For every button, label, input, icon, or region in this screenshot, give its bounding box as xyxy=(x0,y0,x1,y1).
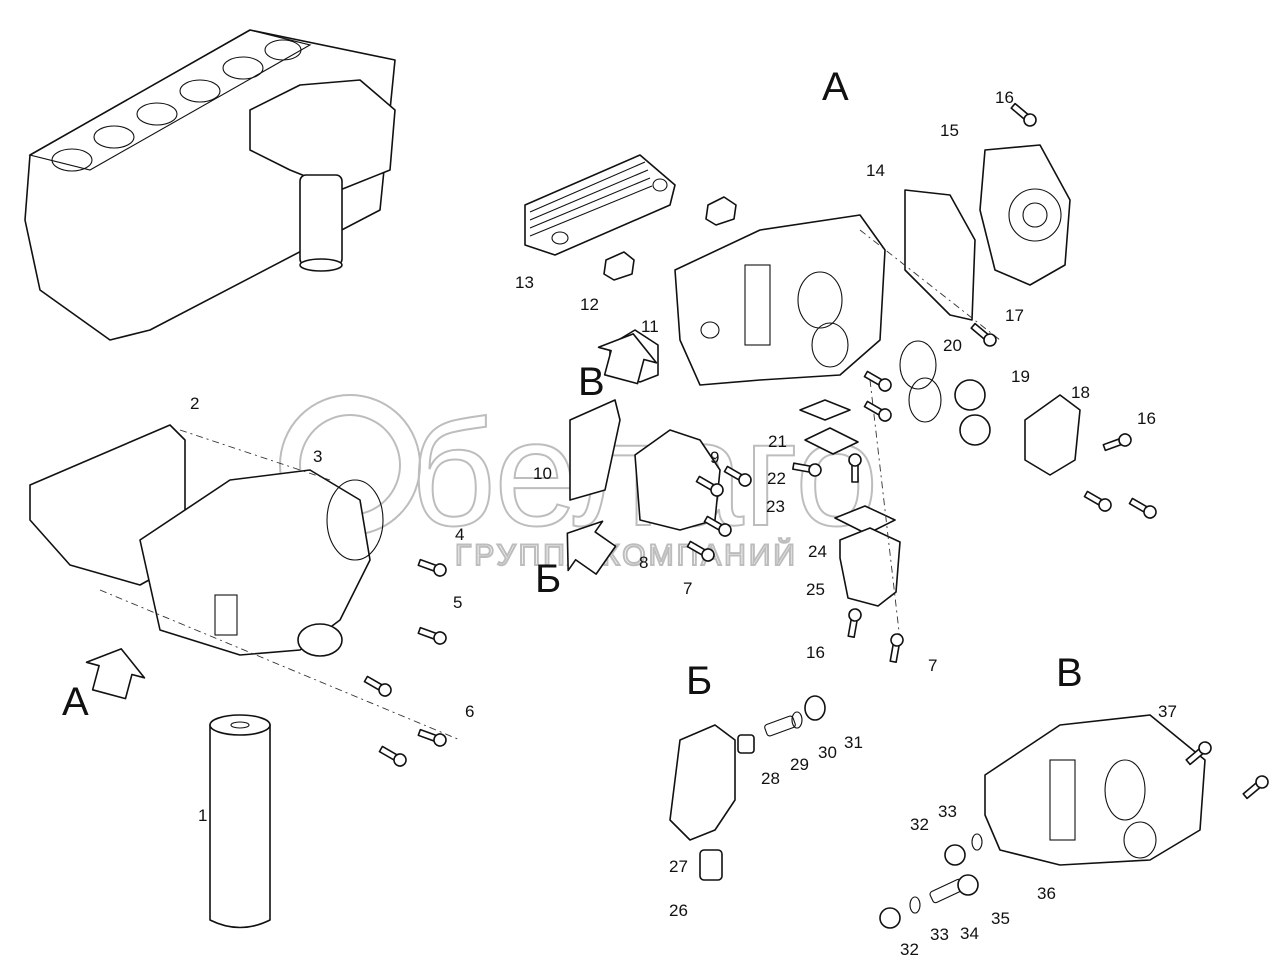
bolt-icon xyxy=(417,558,447,577)
part-number-label: 32 xyxy=(910,815,929,834)
view-b-cover xyxy=(569,399,826,881)
part-number-label: 16 xyxy=(806,643,825,662)
bolt-icon xyxy=(889,633,904,663)
part-number-label: 5 xyxy=(453,593,462,612)
part-number-label: 32 xyxy=(900,940,919,959)
part-number-label: 24 xyxy=(808,542,827,561)
bolt-icon xyxy=(863,400,892,422)
part-number-label: 12 xyxy=(580,295,599,314)
view-label: А xyxy=(822,65,849,109)
bolt-icon xyxy=(1102,433,1132,452)
bolt-icon xyxy=(686,540,715,562)
bolt-icon xyxy=(848,453,862,483)
bolt-icon xyxy=(363,675,392,697)
bolt-icon xyxy=(863,370,892,392)
bolt-icon xyxy=(695,475,724,497)
part-number-label: 22 xyxy=(767,469,786,488)
bolt-icon xyxy=(970,322,997,347)
bolt-icon xyxy=(1242,775,1269,800)
part-number-label: 31 xyxy=(844,733,863,752)
bolts xyxy=(363,102,1269,800)
dash-lines xyxy=(99,229,1001,741)
part-number-label: 37 xyxy=(1158,702,1177,721)
view-label: Б xyxy=(686,659,712,703)
part-number-label: 27 xyxy=(669,857,688,876)
part-number-label: 8 xyxy=(639,553,648,572)
bolt-icon xyxy=(417,626,447,645)
part-number-label: 9 xyxy=(710,448,719,467)
part-number-label: 3 xyxy=(313,447,322,466)
part-number-label: 18 xyxy=(1071,383,1090,402)
view-label: В xyxy=(578,360,605,404)
bolt-icon xyxy=(1128,497,1157,519)
view-v-housing xyxy=(879,714,1206,929)
part-number-label: 4 xyxy=(455,525,464,544)
part-number-label: 33 xyxy=(938,802,957,821)
oil-cooler-13 xyxy=(524,154,737,281)
part-number-label: 11 xyxy=(641,317,659,336)
part-number-label: 7 xyxy=(683,579,692,598)
thermostat-group xyxy=(799,340,1081,607)
part-number-label: 28 xyxy=(761,769,780,788)
engine-block xyxy=(24,29,396,341)
bolt-icon xyxy=(1185,741,1212,766)
part-number-label: 16 xyxy=(1137,409,1156,428)
bolt-icon xyxy=(378,745,407,767)
arrows xyxy=(85,333,658,700)
bolt-icon xyxy=(703,515,732,537)
part-number-label: 7 xyxy=(928,656,937,675)
part-number-label: 19 xyxy=(1011,367,1030,386)
part-number-label: 1 xyxy=(198,806,207,825)
part-number-label: 30 xyxy=(818,743,837,762)
left-housing-assembly xyxy=(29,424,384,657)
view-label: Б xyxy=(535,557,561,601)
part-number-label: 25 xyxy=(806,580,825,599)
part-number-label: 13 xyxy=(515,273,534,292)
part-number-label: 17 xyxy=(1005,306,1024,325)
bolt-icon xyxy=(847,608,862,638)
bolt-icon xyxy=(1010,102,1037,127)
part-number-label: 23 xyxy=(766,497,785,516)
part-number-label: 6 xyxy=(465,702,474,721)
part-number-label: 15 xyxy=(940,121,959,140)
part-number-label: 26 xyxy=(669,901,688,920)
bolt-icon xyxy=(1083,490,1112,512)
part-number-label: 34 xyxy=(960,924,979,943)
part-number-label: 35 xyxy=(991,909,1010,928)
part-number-label: 36 xyxy=(1037,884,1056,903)
part-number-label: 33 xyxy=(930,925,949,944)
oil-filter-1 xyxy=(209,714,271,929)
view-label: А xyxy=(62,680,89,724)
part-number-label: 16 xyxy=(995,88,1014,107)
bolt-icon xyxy=(417,728,447,747)
gasket-14-and-pump-15 xyxy=(904,144,1071,321)
view-label: В xyxy=(1056,651,1083,695)
bolt-icon xyxy=(792,462,822,477)
watermark-subtitle: ГРУППА КОМПАНИЙ xyxy=(455,538,798,572)
part-number-label: 29 xyxy=(790,755,809,774)
part-number-label: 21 xyxy=(768,432,787,451)
part-number-label: 20 xyxy=(943,336,962,355)
bolt-icon xyxy=(723,465,752,487)
part-number-label: 10 xyxy=(533,464,552,483)
part-number-label: 14 xyxy=(866,161,885,180)
part-number-label: 2 xyxy=(190,394,199,413)
